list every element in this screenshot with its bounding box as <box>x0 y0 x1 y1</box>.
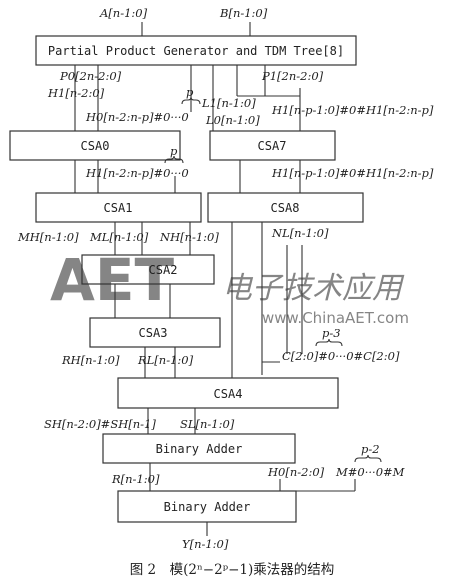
nl-label: NL[n-1:0] <box>271 226 329 240</box>
watermark: AET 电子技术应用 www.ChinaAET.com <box>50 246 409 327</box>
binary-adder-2-label: Binary Adder <box>164 500 251 514</box>
figure-caption: 图 2 模(2ⁿ−2ᵖ−1)乘法器的结构 <box>129 562 335 578</box>
l1-label: L1[n-1:0] <box>201 96 256 110</box>
h0-bottom-label: H0[n-2:0] <box>267 465 325 479</box>
csa1-block <box>35 192 202 223</box>
h1-mid-label: H1[n-2:n-p]#0···0 <box>85 166 189 180</box>
p-brace-3: p-3 <box>322 326 341 340</box>
m-label: M#0···0#M <box>335 465 406 479</box>
rh-label: RH[n-1:0] <box>61 353 120 367</box>
watermark-logo: AET <box>50 246 175 314</box>
p-brace-1: p <box>186 85 194 99</box>
h1-csa7-label: H1[n-p-1:0]#0#H1[n-2:n-p] <box>271 103 434 117</box>
csa3-block <box>89 317 221 348</box>
h1-csa8-label: H1[n-p-1:0]#0#H1[n-2:n-p] <box>271 166 434 180</box>
ml-label: ML[n-1:0] <box>89 230 149 244</box>
csa8-label: CSA8 <box>271 201 300 215</box>
p1-label: P1[2n-2:0] <box>261 69 324 83</box>
ppg-label: Partial Product Generator and TDM Tree[8… <box>48 44 344 58</box>
watermark-url: www.ChinaAET.com <box>262 309 409 327</box>
csa3-label: CSA3 <box>139 326 168 340</box>
ppg-block <box>35 35 357 66</box>
input-b-label: B[n-1:0] <box>219 6 268 20</box>
csa2-block <box>81 254 215 285</box>
watermark-cn: 电子技术应用 <box>222 271 405 306</box>
csa0-label: CSA0 <box>81 139 110 153</box>
mh-label: MH[n-1:0] <box>17 230 79 244</box>
csa4-block <box>117 377 339 409</box>
h1-top-label: H1[n-2:0] <box>47 86 105 100</box>
rl-label: RL[n-1:0] <box>137 353 194 367</box>
p0-label: P0[2n-2:0] <box>59 69 122 83</box>
p-brace-4: p-2 <box>361 442 380 456</box>
sl-label: SL[n-1:0] <box>180 417 235 431</box>
csa4-label: CSA4 <box>214 387 243 401</box>
l0-label: L0[n-1:0] <box>205 113 260 127</box>
sh-label: SH[n-2:0]#SH[n-1] <box>44 417 156 431</box>
h0-top-label: H0[n-2:n-p]#0···0 <box>85 110 189 124</box>
input-a-label: A[n-1:0] <box>99 6 148 20</box>
c-label: C[2:0]#0···0#C[2:0] <box>282 349 400 363</box>
binary-adder-1 <box>102 433 296 464</box>
csa0-block <box>9 130 181 161</box>
p-brace-2: p <box>170 144 178 158</box>
y-label: Y[n-1:0] <box>182 537 229 551</box>
csa7-label: CSA7 <box>258 139 287 153</box>
csa8-block <box>207 192 364 223</box>
csa7-block <box>209 130 336 161</box>
binary-adder-1-label: Binary Adder <box>156 442 243 456</box>
csa2-label: CSA2 <box>149 263 178 277</box>
nh-label: NH[n-1:0] <box>159 230 219 244</box>
csa1-label: CSA1 <box>104 201 133 215</box>
r-label: R[n-1:0] <box>111 472 160 486</box>
